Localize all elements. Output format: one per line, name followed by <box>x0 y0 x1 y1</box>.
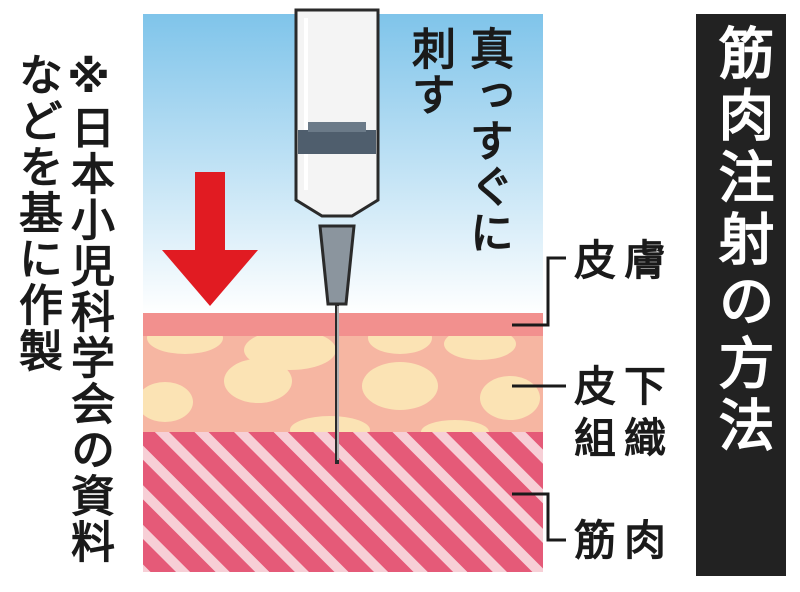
muscle-layer <box>143 432 543 572</box>
fat-globules <box>143 336 540 432</box>
needle-hub <box>318 224 356 306</box>
muscle-label: 筋肉 <box>574 516 675 565</box>
fat-globule <box>421 420 489 432</box>
muscle-leader <box>512 492 566 542</box>
fat-globule <box>368 336 432 354</box>
fat-globule <box>224 359 292 403</box>
skin-layer <box>143 313 543 337</box>
fat-globule <box>143 382 193 422</box>
syringe-plunger-top <box>308 122 366 132</box>
fat-globule <box>147 336 223 354</box>
instruction-label: 真っすぐに刺す <box>404 26 513 256</box>
title-box <box>696 14 786 576</box>
skin-label: 皮膚 <box>574 236 675 285</box>
subcutaneous-label-line1: 皮下 <box>574 362 675 411</box>
fat-globule <box>444 336 516 360</box>
syringe <box>294 8 380 464</box>
subcutaneous-label-line2: 組織 <box>574 414 675 463</box>
syringe-barrel <box>294 8 380 218</box>
fat-globule <box>290 416 370 432</box>
skin-leader <box>512 256 566 327</box>
source-note: ※日本小児科学会の資料などを基に作製 <box>11 52 114 565</box>
fat-globule <box>362 362 438 410</box>
page-title: 筋肉注射の方法 <box>709 24 774 458</box>
fat-globule <box>480 376 540 420</box>
syringe-plunger <box>298 130 376 154</box>
down-arrow-icon <box>162 172 258 306</box>
